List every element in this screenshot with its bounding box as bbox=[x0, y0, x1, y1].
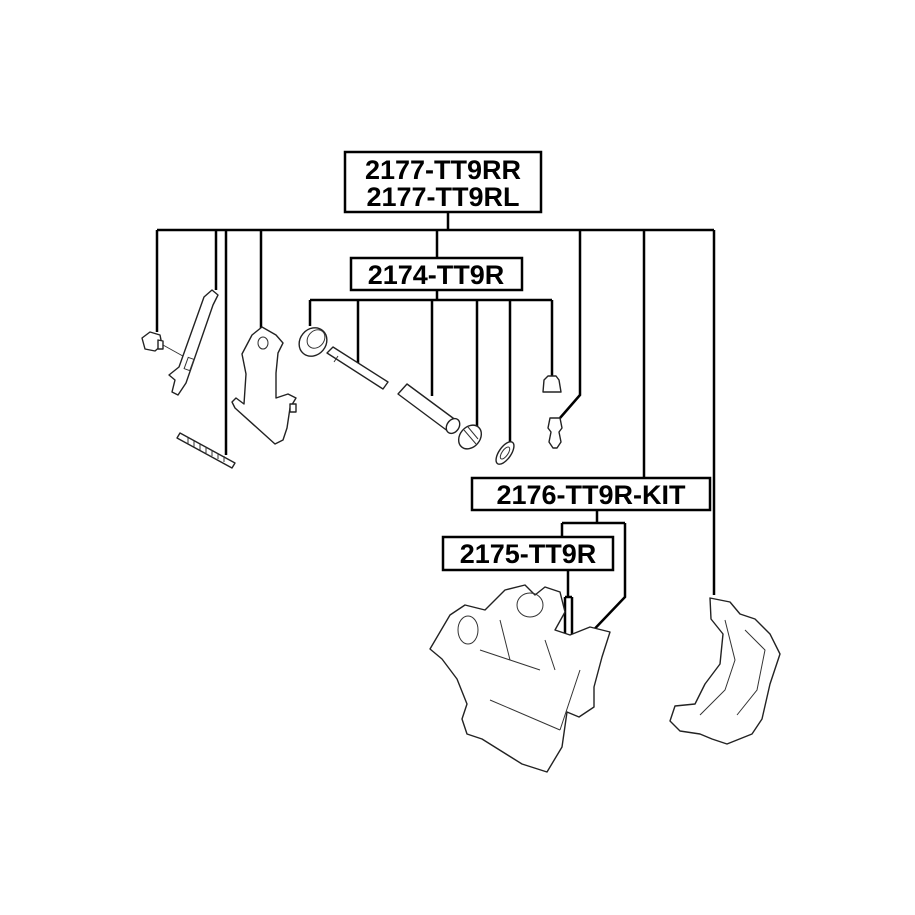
part-number-rr: 2177-TT9RR bbox=[365, 155, 521, 185]
bleeder-cap-part bbox=[542, 375, 562, 393]
brake-caliper-part bbox=[429, 584, 611, 773]
label-2174: 2174-TT9R bbox=[349, 256, 524, 292]
part-number-rl: 2177-TT9RL bbox=[366, 182, 519, 212]
caliper-carrier-part bbox=[669, 597, 781, 745]
dust-cap-part bbox=[298, 327, 328, 357]
part-number-caliper-kit: 2176-TT9R-KIT bbox=[496, 480, 686, 510]
spring-part bbox=[176, 432, 236, 469]
part-number-guide-pin-kit: 2174-TT9R bbox=[368, 260, 505, 290]
label-2176: 2176-TT9R-KIT bbox=[470, 476, 712, 512]
bolt-part bbox=[141, 331, 191, 361]
guide-pin-part bbox=[326, 346, 389, 390]
part-number-piston: 2175-TT9R bbox=[460, 539, 597, 569]
label-2177: 2177-TT9RR 2177-TT9RL bbox=[343, 150, 543, 214]
label-2175: 2175-TT9R bbox=[441, 535, 615, 572]
guide-sleeve-part bbox=[397, 383, 461, 435]
washer-part bbox=[495, 441, 515, 465]
parking-brake-lever-part bbox=[231, 326, 297, 445]
boot-part bbox=[457, 424, 483, 450]
adjuster-lever-part bbox=[168, 289, 219, 396]
bleeder-screw-part bbox=[547, 417, 563, 449]
